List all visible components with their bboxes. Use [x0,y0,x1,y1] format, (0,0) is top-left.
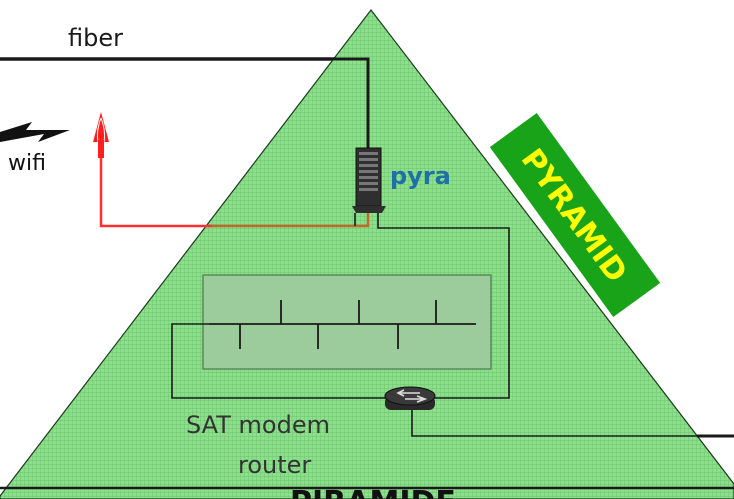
router-outbound-cable [411,410,734,437]
switch-panel [202,274,492,370]
wifi-antenna-icon [93,112,109,158]
modem-label-line2: router [238,451,311,479]
pyra-label: pyra [390,162,451,190]
modem-label-line1: SAT modem [186,411,330,439]
router-icon [384,386,436,410]
router-loop-cable [171,323,386,399]
pyramid [0,9,734,499]
lightning-icon [0,122,70,142]
bottom-cut-label: PIRAMIDE [290,485,456,499]
fiber-drop-cable [330,57,370,150]
switch-bus [209,300,476,349]
wifi-label: wifi [8,151,46,176]
server-tower-icon [352,147,386,213]
fiber-label: fiber [68,24,123,52]
antenna-cable [99,158,212,228]
server-uplink-cable [377,213,510,399]
